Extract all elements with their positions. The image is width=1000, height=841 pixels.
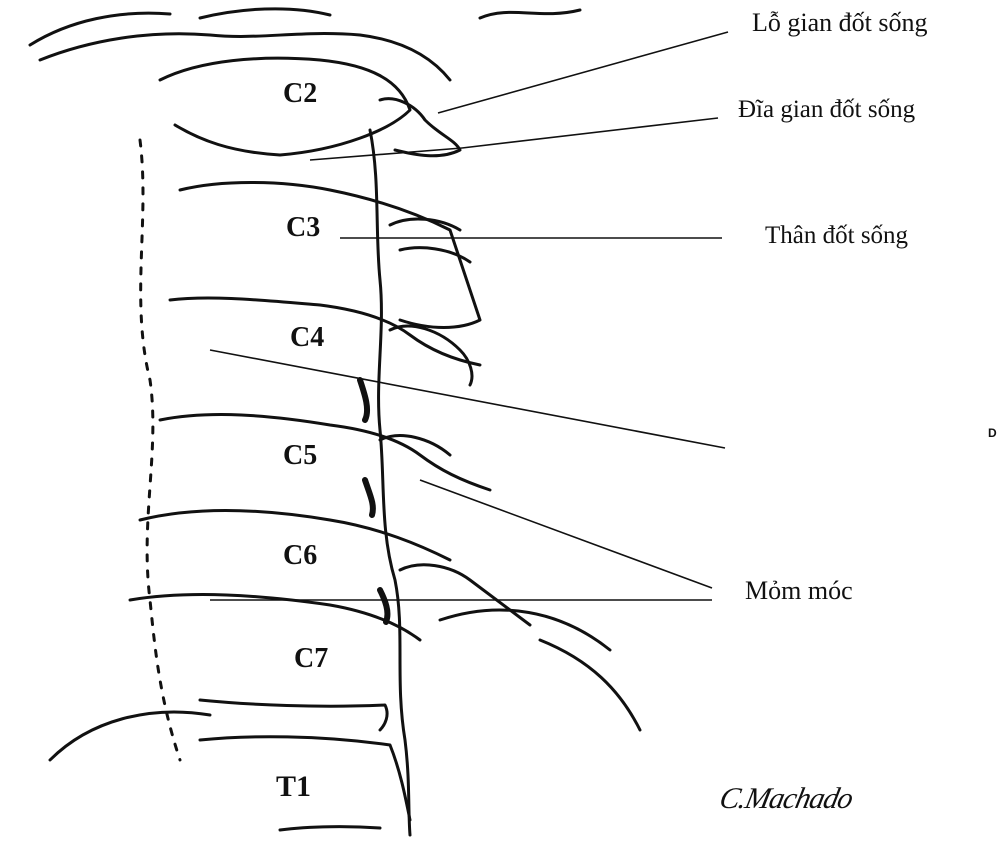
c7-body bbox=[128, 593, 422, 642]
leader-line-uncinate-1 bbox=[419, 479, 713, 589]
vertebra-label-c5: C5 bbox=[283, 440, 318, 471]
label-uncinate-process: Mỏm móc bbox=[745, 576, 853, 605]
bottom-line bbox=[278, 825, 382, 832]
c2-process bbox=[378, 97, 462, 158]
leader-line-unlabeled bbox=[209, 349, 726, 449]
c3-body bbox=[178, 181, 482, 329]
edge-mark: D bbox=[988, 426, 997, 440]
c7-lower bbox=[198, 698, 389, 732]
vertebra-label-c3: C3 bbox=[286, 212, 321, 243]
c4-body bbox=[168, 296, 482, 367]
skull-base-outline bbox=[28, 7, 582, 47]
artist-signature: C.Machado bbox=[716, 782, 856, 815]
vertebra-label-t1: T1 bbox=[276, 770, 312, 803]
leader-line-disc-lower bbox=[309, 147, 463, 161]
atlas-outline bbox=[38, 32, 452, 82]
c6-body bbox=[138, 509, 452, 562]
rib-left bbox=[48, 710, 212, 762]
leader-line-foramen bbox=[437, 31, 729, 114]
t1-body bbox=[198, 735, 412, 822]
label-intervertebral-disc: Đĩa gian đốt sống bbox=[738, 96, 916, 123]
vertebra-label-c4: C4 bbox=[290, 322, 325, 353]
vertebra-label-c2: C2 bbox=[283, 78, 318, 109]
label-intervertebral-foramen: Lỗ gian đốt sống bbox=[752, 8, 928, 37]
anterior-column bbox=[368, 128, 412, 837]
vertebra-label-c7: C7 bbox=[294, 643, 329, 674]
rib-right bbox=[538, 638, 642, 732]
c2-body bbox=[158, 56, 412, 157]
c6-process bbox=[398, 563, 532, 627]
posterior-outline bbox=[138, 138, 182, 762]
c4-process bbox=[388, 324, 474, 387]
label-vertebral-body: Thân đốt sống bbox=[765, 222, 909, 249]
c5-body bbox=[158, 413, 492, 492]
shoulder-right bbox=[438, 608, 612, 652]
leader-line-disc bbox=[461, 117, 719, 149]
uncovertebral-joint bbox=[357, 377, 391, 625]
vertebra-label-c6: C6 bbox=[283, 540, 318, 571]
c3-pedicle bbox=[388, 217, 472, 264]
c5-process bbox=[378, 434, 452, 457]
